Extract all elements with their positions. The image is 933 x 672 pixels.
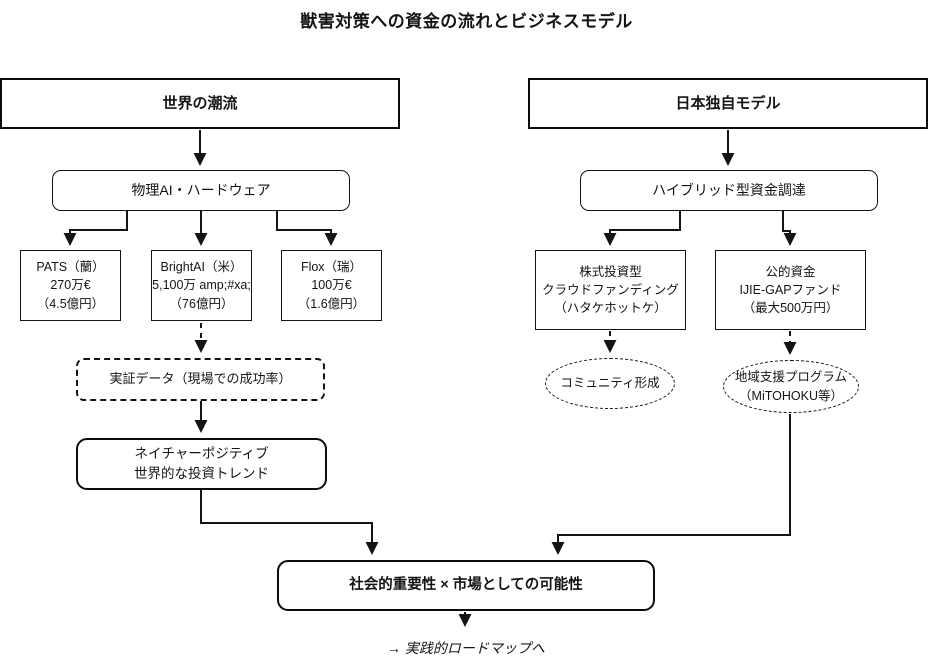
node-japan-header-label: 日本独自モデル [675,94,781,112]
node-pats-line3: （4.5億円） [36,296,105,311]
edge-physical-to-flox [276,211,338,246]
node-community-label: コミュニティ形成 [560,376,660,391]
node-flox-line1: Flox（瑞） [300,260,363,275]
node-crowdfunding: 株式投資型 クラウドファンディング （ハタケホットケ） [535,250,686,330]
node-regional-program-line1: 地域支援プログラム [734,369,848,384]
node-regional-program-line2: （MiTOHOKU等） [739,388,843,403]
node-flox-line2: 100万€ [311,278,352,293]
node-crowdfunding-line3: （ハタケホットケ） [554,301,667,316]
node-brightai-line1: BrightAI（米） [160,260,243,275]
node-world-header: 世界の潮流 [0,78,400,129]
roadmap-note: → 実践的ロードマップへ [387,640,545,656]
node-nature-trend: ネイチャーポジティブ 世界的な投資トレンド [76,438,327,490]
node-physical-ai-label: 物理AI・ハードウェア [131,182,271,199]
edge-nature-to-social [200,490,379,555]
node-flox-line3: （1.6億円） [297,296,366,311]
node-social-market: 社会的重要性 × 市場としての可能性 [277,560,655,611]
node-physical-ai: 物理AI・ハードウェア [52,170,350,211]
node-nature-trend-line2: 世界的な投資トレンド [134,466,269,481]
node-brightai: BrightAI（米） 5,100万 amp;#xa; （76億円） [151,250,252,321]
node-pats: PATS（蘭） 270万€ （4.5億円） [20,250,121,321]
node-crowdfunding-line1: 株式投資型 [579,264,642,279]
edge-hybrid-to-crowdfunding [603,211,681,246]
node-pats-line1: PATS（蘭） [36,260,105,275]
node-pats-line2: 270万€ [50,278,91,293]
node-brightai-line3: （76億円） [169,296,234,311]
node-evidence-label: 実証データ（現場での成功率） [109,371,292,387]
node-public-fund-line1: 公的資金 [765,264,816,279]
node-hybrid-funding-label: ハイブリッド型資金調達 [652,182,806,199]
node-public-fund-line3: （最大500万円） [742,301,839,316]
node-hybrid-funding: ハイブリッド型資金調達 [580,170,878,211]
edge-regional-to-social [551,414,791,555]
node-community: コミュニティ形成 [545,358,675,409]
node-world-header-label: 世界の潮流 [162,94,238,112]
node-japan-header: 日本独自モデル [528,78,928,129]
diagram-title: 獣害対策への資金の流れとビジネスモデル [300,12,633,31]
node-public-fund: 公的資金 IJIE-GAPファンド （最大500万円） [715,250,866,330]
node-evidence: 実証データ（現場での成功率） [76,358,325,401]
node-flox: Flox（瑞） 100万€ （1.6億円） [281,250,382,321]
node-regional-program: 地域支援プログラム （MiTOHOKU等） [723,360,859,413]
node-nature-trend-line1: ネイチャーポジティブ [134,446,269,462]
edge-hybrid-to-publicfund [782,211,797,246]
node-crowdfunding-line2: クラウドファンディング [542,282,679,297]
node-social-market-label: 社会的重要性 × 市場としての可能性 [349,576,583,593]
node-public-fund-line2: IJIE-GAPファンド [739,282,842,297]
edge-physical-to-pats [63,211,128,246]
node-brightai-line2: 5,100万 amp;#xa; [152,278,251,293]
